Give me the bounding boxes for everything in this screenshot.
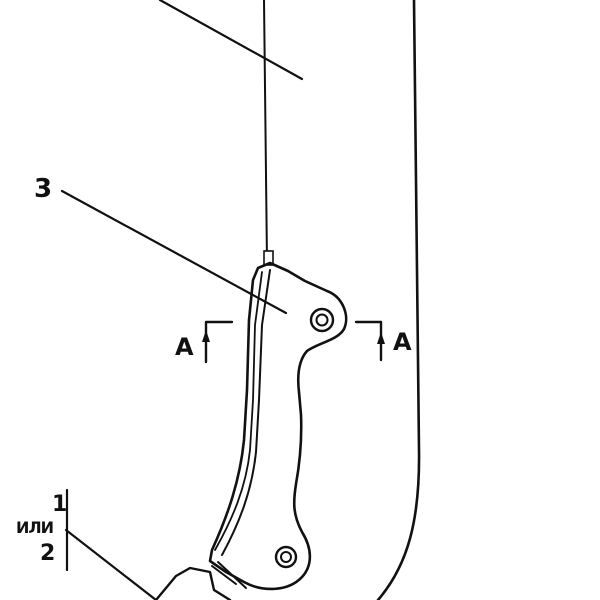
lower-hole-inner — [280, 551, 292, 563]
lower-block — [154, 566, 232, 600]
bracket-inner-edge — [221, 269, 271, 556]
leader-line-3 — [60, 189, 288, 315]
lower-block-detail — [211, 561, 247, 589]
lower-hole-outer — [274, 545, 298, 569]
housing-outline — [376, 0, 421, 600]
label-fraction-middle: ИЛИ — [16, 518, 54, 537]
section-mark-right — [354, 320, 383, 362]
bracket-inner-edge-2 — [214, 271, 263, 551]
label-part-3: 3 — [34, 174, 53, 204]
label-section-a-right: A — [393, 328, 412, 356]
section-arrow-right — [377, 332, 385, 344]
label-fraction-bottom: 2 — [40, 541, 56, 566]
leader-line-fraction — [64, 528, 158, 600]
upper-hole-inner — [315, 313, 329, 327]
section-arrow-left — [202, 330, 210, 342]
label-fraction-top: 1 — [52, 492, 68, 517]
label-section-a-left: A — [175, 333, 194, 361]
section-mark-left — [204, 320, 234, 364]
leader-line-top — [158, 0, 304, 81]
bracket-outline — [208, 261, 348, 591]
vertical-rod-line — [263, 0, 268, 263]
upper-hole-outer — [309, 307, 335, 333]
